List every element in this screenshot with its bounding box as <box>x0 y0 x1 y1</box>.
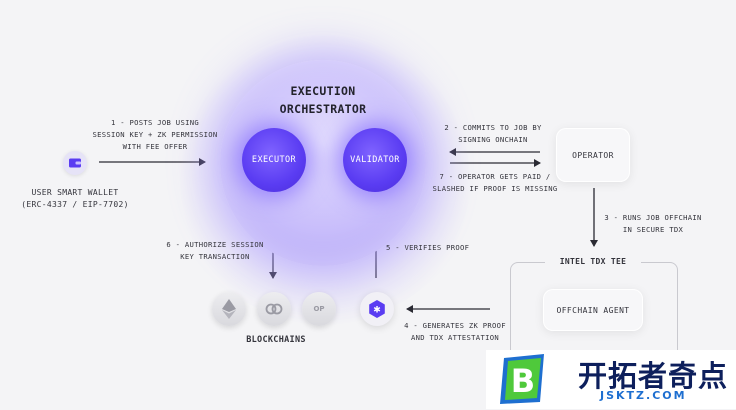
svg-text:✱: ✱ <box>373 306 381 316</box>
orchestrator-title: EXECUTION ORCHESTRATOR <box>279 84 367 116</box>
watermark-logo: B <box>496 352 548 406</box>
svg-text:B: B <box>511 362 535 400</box>
op-icon: OP <box>302 292 336 326</box>
tee-title: INTEL TDX TEE <box>545 256 641 268</box>
polygon-icon <box>257 292 291 326</box>
zk-proof-icon: ✱ <box>360 292 394 326</box>
step-5-label: 5 - VERIFIES PROOF <box>386 243 470 252</box>
ethereum-icon <box>212 292 246 326</box>
wallet-label: USER SMART WALLET (ERC-4337 / EIP-7702) <box>21 188 129 209</box>
executor-node: EXECUTOR <box>242 128 306 192</box>
step-7-label: 7 - OPERATOR GETS PAID /SLASHED IF PROOF… <box>432 172 558 193</box>
offchain-agent-card: OFFCHAIN AGENT <box>543 289 643 331</box>
wallet-icon <box>63 151 87 175</box>
blockchains-label: BLOCKCHAINS <box>246 335 306 345</box>
watermark-name: 开拓者奇点 <box>578 359 729 393</box>
validator-node: VALIDATOR <box>343 128 407 192</box>
operator-card: OPERATOR <box>556 128 630 182</box>
watermark-url: JSKTZ.COM <box>600 389 687 402</box>
